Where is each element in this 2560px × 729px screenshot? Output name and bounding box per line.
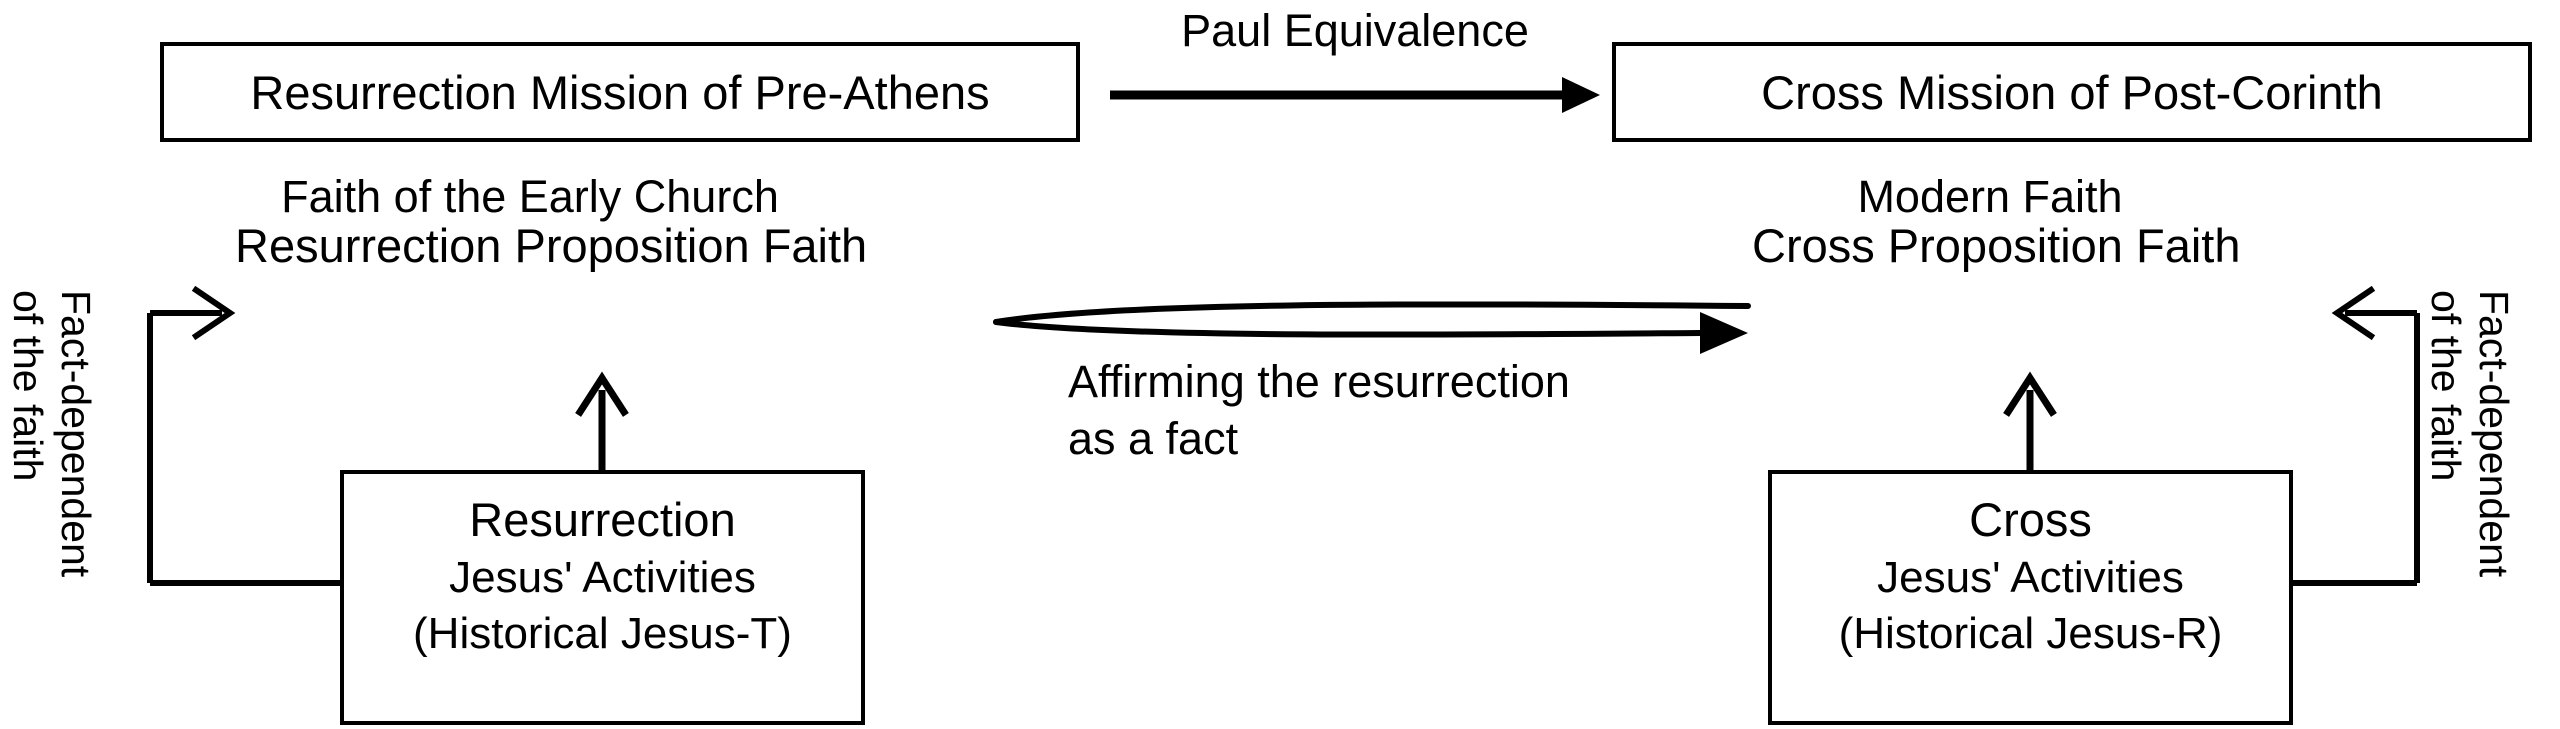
top-left-box: Resurrection Mission of Pre-Athens	[160, 42, 1080, 142]
right-side-label-fact-dependent: Fact-dependent	[2471, 290, 2517, 578]
top-right-box-label: Cross Mission of Post-Corinth	[1761, 65, 2383, 119]
bottom-left-box-line-3: (Historical Jesus-T)	[413, 609, 792, 658]
bottom-left-box-line-2: Jesus' Activities	[449, 553, 756, 602]
left-heading-early-church: Faith of the Early Church	[281, 171, 779, 222]
left-upward-arrow	[575, 371, 629, 470]
left-fact-dependent-connector	[147, 285, 340, 586]
right-fact-dependent-connector	[2293, 285, 2420, 586]
paul-equivalence-arrow	[1110, 77, 1600, 113]
bottom-right-box-line-3: (Historical Jesus-R)	[1838, 609, 2223, 658]
right-node-cross-proposition-faith: Cross Proposition Faith	[1752, 219, 2241, 272]
bottom-left-box: Resurrection Jesus' Activities (Historic…	[340, 470, 865, 725]
right-heading-modern-faith: Modern Faith	[1857, 171, 2123, 222]
bottom-left-box-line-1: Resurrection	[469, 493, 736, 546]
right-upward-arrow	[2003, 371, 2057, 470]
left-side-label-fact-dependent: Fact-dependent	[53, 290, 99, 578]
bottom-right-box: Cross Jesus' Activities (Historical Jesu…	[1768, 470, 2293, 725]
connector-label-line-1: Affirming the resurrection	[1068, 356, 1570, 407]
connector-label-line-2: as a fact	[1068, 413, 1239, 464]
left-node-resurrection-proposition-faith: Resurrection Proposition Faith	[235, 219, 868, 272]
affirming-resurrection-arrow	[993, 301, 1751, 354]
paul-equivalence-label: Paul Equivalence	[1181, 5, 1529, 56]
left-side-label-of-the-faith: of the faith	[5, 290, 51, 482]
bottom-right-box-line-1: Cross	[1969, 493, 2092, 546]
bottom-right-box-line-2: Jesus' Activities	[1877, 553, 2184, 602]
top-right-box: Cross Mission of Post-Corinth	[1612, 42, 2532, 142]
top-left-box-label: Resurrection Mission of Pre-Athens	[250, 65, 990, 119]
right-side-label-of-the-faith: of the faith	[2423, 290, 2469, 482]
